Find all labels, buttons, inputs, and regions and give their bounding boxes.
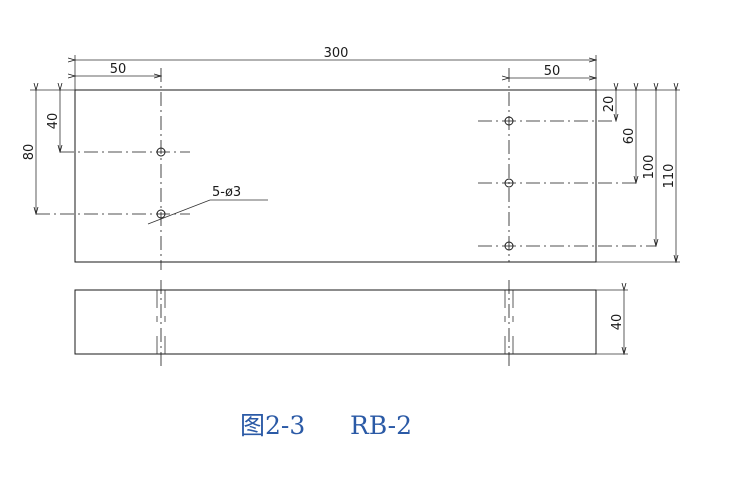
- top-view-outline: [74, 89, 597, 263]
- dim-60-right-label: 60: [622, 128, 637, 145]
- hole-callout-label: 5-ø3: [212, 185, 241, 200]
- dim-50-left-label: 50: [110, 62, 127, 77]
- part-name: RB-2: [350, 411, 412, 440]
- side-view-outline: [74, 289, 597, 355]
- dim-300-label: 300: [324, 46, 349, 61]
- dim-40-side-label: 40: [610, 314, 625, 331]
- figure-caption: 图2-3 RB-2: [240, 411, 412, 440]
- dim-20-right-label: 20: [602, 96, 617, 113]
- top-view: 300 50 50 40 80 20 60 100 110 5-ø3: [22, 46, 680, 270]
- dim-100-right-label: 100: [642, 155, 657, 180]
- dim-50-right-label: 50: [544, 64, 561, 79]
- dim-110-right-label: 110: [662, 164, 677, 189]
- figure-label: 图2-3: [240, 411, 305, 440]
- side-view: 40: [74, 280, 628, 366]
- dim-40-left-label: 40: [46, 113, 61, 130]
- dim-80-left-label: 80: [22, 144, 37, 161]
- callout-leader-slant: [147, 199, 211, 225]
